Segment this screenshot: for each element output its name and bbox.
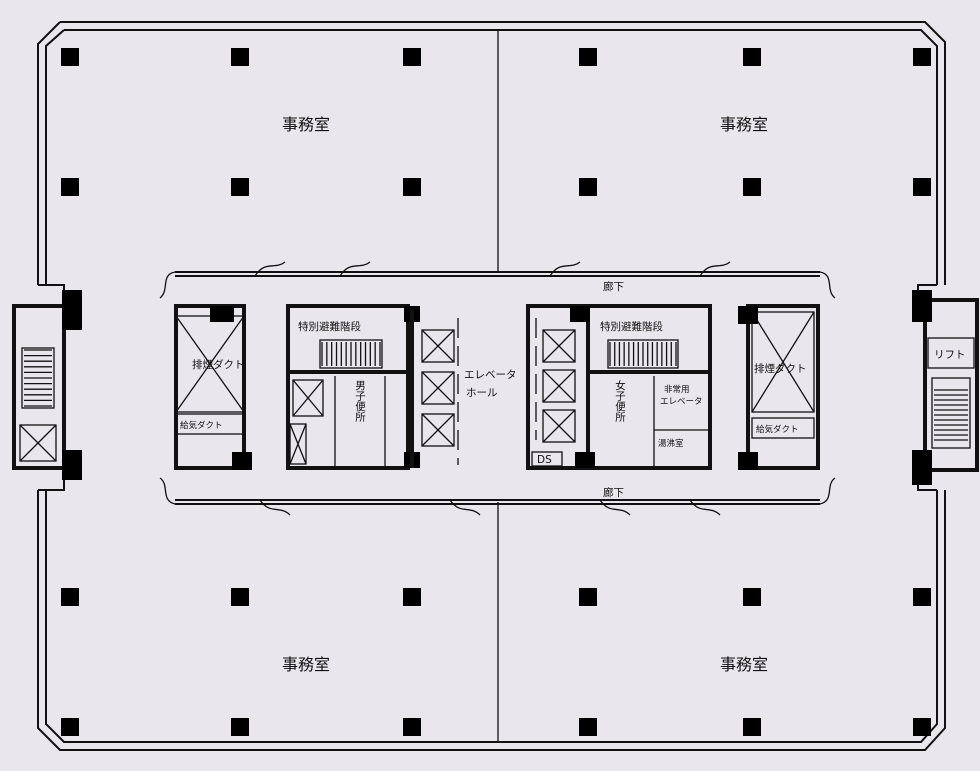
stair-west-label: 特別避難階段 <box>298 320 361 333</box>
column <box>61 718 79 736</box>
column <box>61 178 79 196</box>
elevator-shaft <box>542 329 576 363</box>
office-sw-label: 事務室 <box>282 655 330 674</box>
air-duct-east-label: 給気ダクト <box>756 424 799 435</box>
column <box>403 588 421 606</box>
east-core <box>526 304 820 470</box>
column <box>231 588 249 606</box>
stair-steps <box>321 342 381 366</box>
elevator-shaft <box>421 371 455 405</box>
column <box>579 718 597 736</box>
column <box>743 48 761 66</box>
elevator-hall-label-2: ホール <box>466 387 498 399</box>
elevator-shaft <box>421 413 455 447</box>
structural-columns <box>61 48 931 736</box>
kitchenette-label: 湯沸室 <box>658 438 684 449</box>
office-nw-label: 事務室 <box>282 115 330 134</box>
stair-steps <box>609 342 677 366</box>
corridor-south-label: 廊下 <box>603 486 624 499</box>
column <box>231 718 249 736</box>
core-corridor <box>159 261 836 516</box>
column <box>579 178 597 196</box>
passenger-elevators-west <box>421 329 455 447</box>
passenger-elevators-east <box>542 329 576 443</box>
elevator-shaft <box>421 329 455 363</box>
womens-toilet-label: 女子便所 <box>614 379 626 423</box>
ds-label: DS <box>537 454 552 466</box>
stair-steps <box>24 349 52 407</box>
column <box>403 178 421 196</box>
column <box>61 588 79 606</box>
mens-toilet-label: 男子便所 <box>354 380 366 423</box>
corridor-north-label: 廊下 <box>603 280 624 293</box>
column <box>579 48 597 66</box>
air-duct-west-label: 給気ダクト <box>180 420 223 431</box>
stair-east-label: 特別避難階段 <box>600 320 663 333</box>
elevator-shaft <box>542 409 576 443</box>
west-core <box>174 304 459 470</box>
column <box>403 718 421 736</box>
column <box>913 588 931 606</box>
emergency-elevator-label-2: エレベータ <box>660 397 703 407</box>
column <box>579 588 597 606</box>
east-stair-annex: リフト <box>912 290 979 485</box>
column <box>61 48 79 66</box>
office-se-label: 事務室 <box>720 655 768 674</box>
exterior-wall <box>37 21 946 751</box>
column <box>743 588 761 606</box>
column <box>743 178 761 196</box>
office-ne-label: 事務室 <box>720 115 768 134</box>
column <box>403 48 421 66</box>
column <box>913 178 931 196</box>
column <box>913 718 931 736</box>
lift-label: リフト <box>934 349 966 361</box>
column <box>743 718 761 736</box>
column <box>913 48 931 66</box>
smoke-duct-east-label: 排煙ダクト <box>754 362 807 375</box>
emergency-elevator-label-1: 非常用 <box>664 384 690 395</box>
stair-steps <box>934 389 968 441</box>
column <box>231 178 249 196</box>
elevator-hall-label-1: エレベータ <box>464 369 517 381</box>
elevator-shaft <box>542 369 576 403</box>
west-stair-annex <box>12 290 82 480</box>
smoke-duct-west-label: 排煙ダクト <box>192 358 245 371</box>
column <box>231 48 249 66</box>
